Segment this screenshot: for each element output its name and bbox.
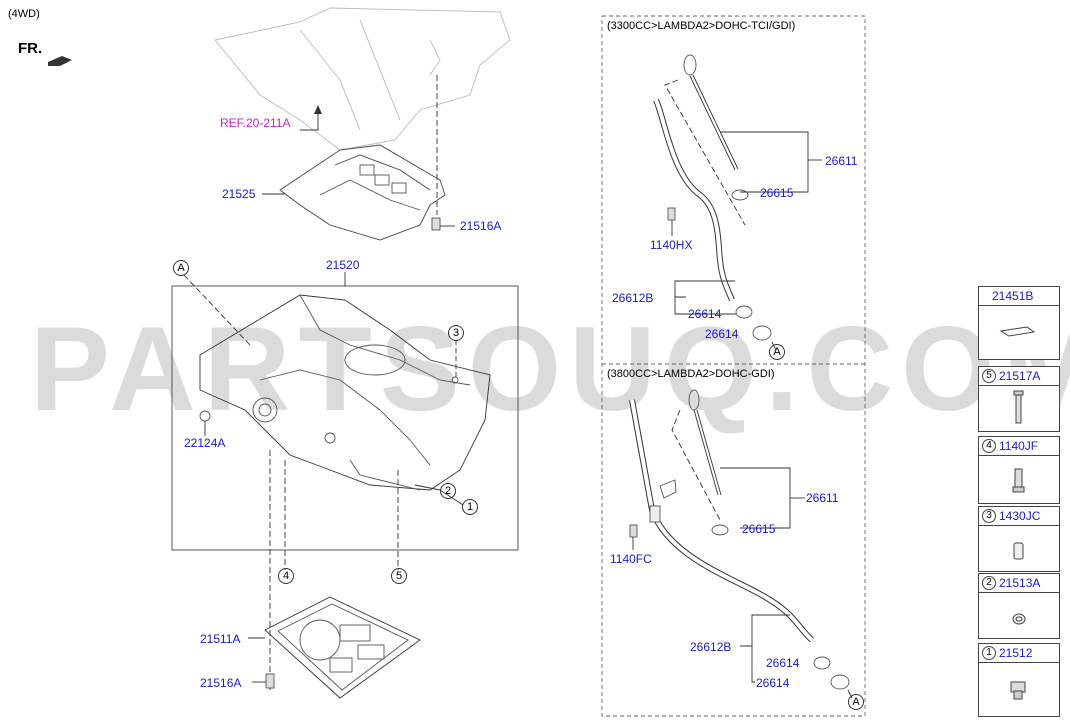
gasket-ring-icon <box>1012 613 1026 625</box>
legend-item-3[interactable]: 3 1430JC <box>978 506 1060 572</box>
part-21516A-bottom[interactable]: 21516A <box>200 676 242 690</box>
legend-item-5[interactable]: 5 21517A <box>978 366 1060 432</box>
bottom-part-26611[interactable]: 26611 <box>806 491 839 505</box>
section-top-title: (3300CC>LAMBDA2>DOHC-TCI/GDI) <box>607 20 796 32</box>
long-bolt-icon <box>1013 390 1024 424</box>
legend-item-2[interactable]: 2 21513A <box>978 573 1060 639</box>
legend-item-code: 1430JC <box>999 509 1041 523</box>
dowel-pin-icon <box>1013 542 1024 560</box>
legend-item-code: 21512 <box>999 646 1033 660</box>
part-21516A-top[interactable]: 21516A <box>460 219 502 233</box>
callout-2: 2 <box>440 483 456 499</box>
bottom-part-26614-b[interactable]: 26614 <box>756 676 790 690</box>
bottom-part-26615[interactable]: 26615 <box>742 522 776 536</box>
callout-5: 5 <box>391 568 407 584</box>
callout-1: 1 <box>462 499 478 515</box>
section-bottom-title: (3800CC>LAMBDA2>DOHC-GDI) <box>607 368 775 380</box>
top-part-26611[interactable]: 26611 <box>825 154 858 168</box>
part-21511A[interactable]: 21511A <box>200 632 241 646</box>
clip-icon <box>999 326 1036 337</box>
legend-item-num: 2 <box>982 576 996 590</box>
top-callout-A: A <box>769 344 785 360</box>
legend-item-num: 5 <box>982 369 996 383</box>
legend-item-code: 21517A <box>999 369 1041 383</box>
callout-3: 3 <box>448 325 464 341</box>
legend-item-4[interactable]: 4 1140JF <box>978 436 1060 504</box>
legend-21451B[interactable]: 21451B <box>978 286 1060 360</box>
legend-item-code: 21513A <box>999 576 1041 590</box>
reference-link[interactable]: REF.20-211A <box>220 116 291 130</box>
top-part-1140HX[interactable]: 1140HX <box>650 238 693 252</box>
legend-item-num: 4 <box>982 439 996 453</box>
legend-item-code: 1140JF <box>999 439 1039 453</box>
bolt-icon <box>1012 468 1025 493</box>
legend-item-num: 1 <box>982 646 996 660</box>
top-part-26615[interactable]: 26615 <box>760 186 794 200</box>
bottom-part-1140FC[interactable]: 1140FC <box>610 552 652 566</box>
bottom-part-26614-a[interactable]: 26614 <box>766 656 800 670</box>
legend-code: 21451B <box>992 289 1034 303</box>
part-21520[interactable]: 21520 <box>326 258 360 272</box>
variant-label: (4WD) <box>8 8 40 20</box>
legend-item-1[interactable]: 1 21512 <box>978 643 1060 717</box>
bottom-callout-A: A <box>848 694 864 710</box>
top-part-26614-a[interactable]: 26614 <box>688 307 722 321</box>
legend-21451B-head: 21451B <box>979 287 1059 306</box>
legend-item-num: 3 <box>982 509 996 523</box>
top-part-26612B[interactable]: 26612B <box>612 291 654 305</box>
bottom-part-26612B[interactable]: 26612B <box>690 640 732 654</box>
front-direction-label: FR. <box>18 40 43 57</box>
callout-A: A <box>173 260 189 276</box>
drain-plug-icon <box>1010 681 1026 700</box>
part-22124A[interactable]: 22124A <box>184 436 226 450</box>
callout-4: 4 <box>278 568 294 584</box>
part-21525[interactable]: 21525 <box>222 187 256 201</box>
top-part-26614-b[interactable]: 26614 <box>705 327 739 341</box>
watermark: PARTSOUQ.COM <box>30 302 1070 436</box>
